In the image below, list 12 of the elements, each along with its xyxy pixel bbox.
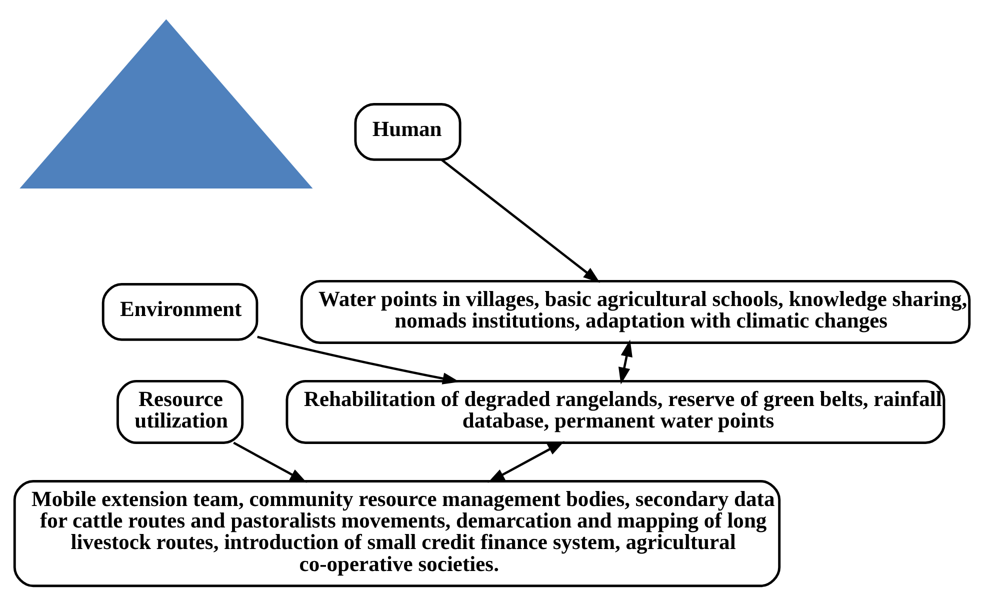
arrow — [233, 442, 307, 483]
node-box: Rehabilitation of degraded rangelands, reserve of green belts, rainfall database, permanent water points — [286, 380, 946, 444]
node-box: Human — [354, 103, 462, 161]
node-box: Environment — [102, 283, 258, 341]
node-box: Mobile extension team, community resource management bodies, secondary data for cattle routes and pastoralists movements, demarcation and mapping of long livestock routes, introduction of small credit finance system, agricultural co-operative societies. — [13, 480, 781, 588]
node-box: Resource utilization — [116, 380, 244, 444]
node-box: Water points in villages, basic agricultural schools, knowledge sharing, nomads institutions, adaptation with climatic changes — [300, 280, 971, 344]
node-triangle — [20, 19, 313, 189]
arrow — [257, 336, 460, 384]
arrow — [441, 159, 600, 283]
arrow — [618, 340, 632, 384]
arrow — [488, 441, 565, 483]
